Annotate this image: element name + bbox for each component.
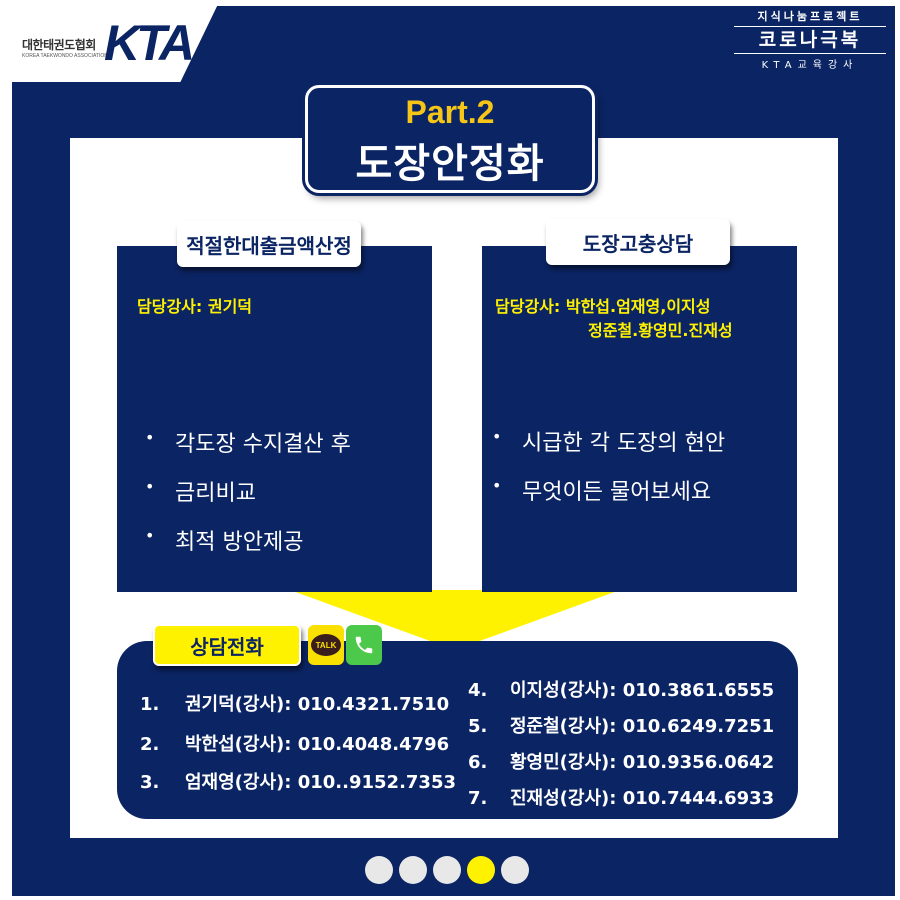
pager-dot[interactable] xyxy=(501,856,529,884)
phone-handset-icon xyxy=(355,636,373,654)
consult-tag: 상담전화 xyxy=(153,624,301,666)
title-part: Part.2 xyxy=(405,94,495,130)
bullets-loan: 각도장 수지결산 후 금리비교 최적 방안제공 xyxy=(145,426,351,573)
page-title: 도장안정화 xyxy=(355,141,545,187)
consult-panel xyxy=(117,641,798,819)
contact-text: 정준철(강사): 010.6249.7251 xyxy=(510,716,775,737)
contact-row[interactable]: 1. 권기덕(강사): 010.4321.7510 xyxy=(140,690,449,716)
contact-number: 7. xyxy=(468,788,488,809)
phone-icon[interactable] xyxy=(346,625,382,665)
lecturer-loan: 담당강사: 권기덕 xyxy=(137,295,252,319)
badge-divider xyxy=(734,26,886,27)
pager-dot[interactable] xyxy=(433,856,461,884)
contact-text: 진재성(강사): 010.7444.6933 xyxy=(510,788,775,809)
contact-text: 엄재영(강사): 010..9152.7353 xyxy=(185,772,456,793)
contact-row[interactable]: 7. 진재성(강사): 010.7444.6933 xyxy=(468,784,774,810)
contact-number: 6. xyxy=(468,752,488,773)
kakaotalk-icon[interactable]: TALK xyxy=(308,625,344,665)
logo-area[interactable]: 대한태권도협회 KOREA TAEKWONDO ASSOCIATION KTA xyxy=(0,0,220,82)
service-box-counsel xyxy=(482,246,797,592)
contact-text: 박한섭(강사): 010.4048.4796 xyxy=(185,734,450,755)
project-badge: 지식나눔프로젝트 코로나극복 KTA교육강사 xyxy=(734,8,886,72)
talk-bubble: TALK xyxy=(311,634,341,656)
pager-dot[interactable] xyxy=(365,856,393,884)
lecturer-counsel-line2: 정준철.황영민.진재성 xyxy=(588,321,733,340)
pager-dot[interactable] xyxy=(399,856,427,884)
contact-number: 3. xyxy=(140,772,160,793)
bullets-counsel: 시급한 각 도장의 현안 무엇이든 물어보세요 xyxy=(492,425,725,523)
title-box: Part.2 도장안정화 xyxy=(305,85,595,193)
contact-text: 황영민(강사): 010.9356.0642 xyxy=(510,752,775,773)
pager-dot[interactable] xyxy=(467,856,495,884)
lecturer-counsel-line1: 담당강사: 박한섭.엄재영,이지성 xyxy=(495,297,711,316)
contact-text: 권기덕(강사): 010.4321.7510 xyxy=(185,694,450,715)
badge-line-1: 지식나눔프로젝트 xyxy=(757,10,863,23)
list-item: 무엇이든 물어보세요 xyxy=(492,474,725,506)
contact-row[interactable]: 4. 이지성(강사): 010.3861.6555 xyxy=(468,676,774,702)
badge-line-2: 코로나극복 xyxy=(758,29,862,51)
lecturer-loan-text: 담당강사: 권기덕 xyxy=(137,297,253,316)
contact-row[interactable]: 3. 엄재영(강사): 010..9152.7353 xyxy=(140,768,456,794)
lecturer-counsel: 담당강사: 박한섭.엄재영,이지성 정준철.황영민.진재성 xyxy=(495,295,733,343)
list-item: 최적 방안제공 xyxy=(145,524,351,556)
logo-org-korean: 대한태권도협회 xyxy=(22,38,96,52)
kta-logo-icon: KTA xyxy=(104,15,195,71)
contact-number: 1. xyxy=(140,694,160,715)
badge-line-3: KTA교육강사 xyxy=(761,60,859,71)
list-item: 시급한 각 도장의 현안 xyxy=(492,425,725,457)
contact-number: 2. xyxy=(140,734,160,755)
contact-row[interactable]: 5. 정준철(강사): 010.6249.7251 xyxy=(468,712,774,738)
list-item: 각도장 수지결산 후 xyxy=(145,426,351,458)
service-tag-counsel: 도장고충상담 xyxy=(546,219,730,265)
pager-dots xyxy=(365,856,529,884)
badge-divider xyxy=(734,53,886,54)
contact-row[interactable]: 2. 박한섭(강사): 010.4048.4796 xyxy=(140,730,449,756)
contact-number: 4. xyxy=(468,680,488,701)
contact-number: 5. xyxy=(468,716,488,737)
contact-row[interactable]: 6. 황영민(강사): 010.9356.0642 xyxy=(468,748,774,774)
list-item: 금리비교 xyxy=(145,475,351,507)
service-tag-loan: 적절한대출금액산정 xyxy=(177,221,361,267)
logo-org-english: KOREA TAEKWONDO ASSOCIATION xyxy=(22,53,108,59)
contact-text: 이지성(강사): 010.3861.6555 xyxy=(510,680,775,701)
